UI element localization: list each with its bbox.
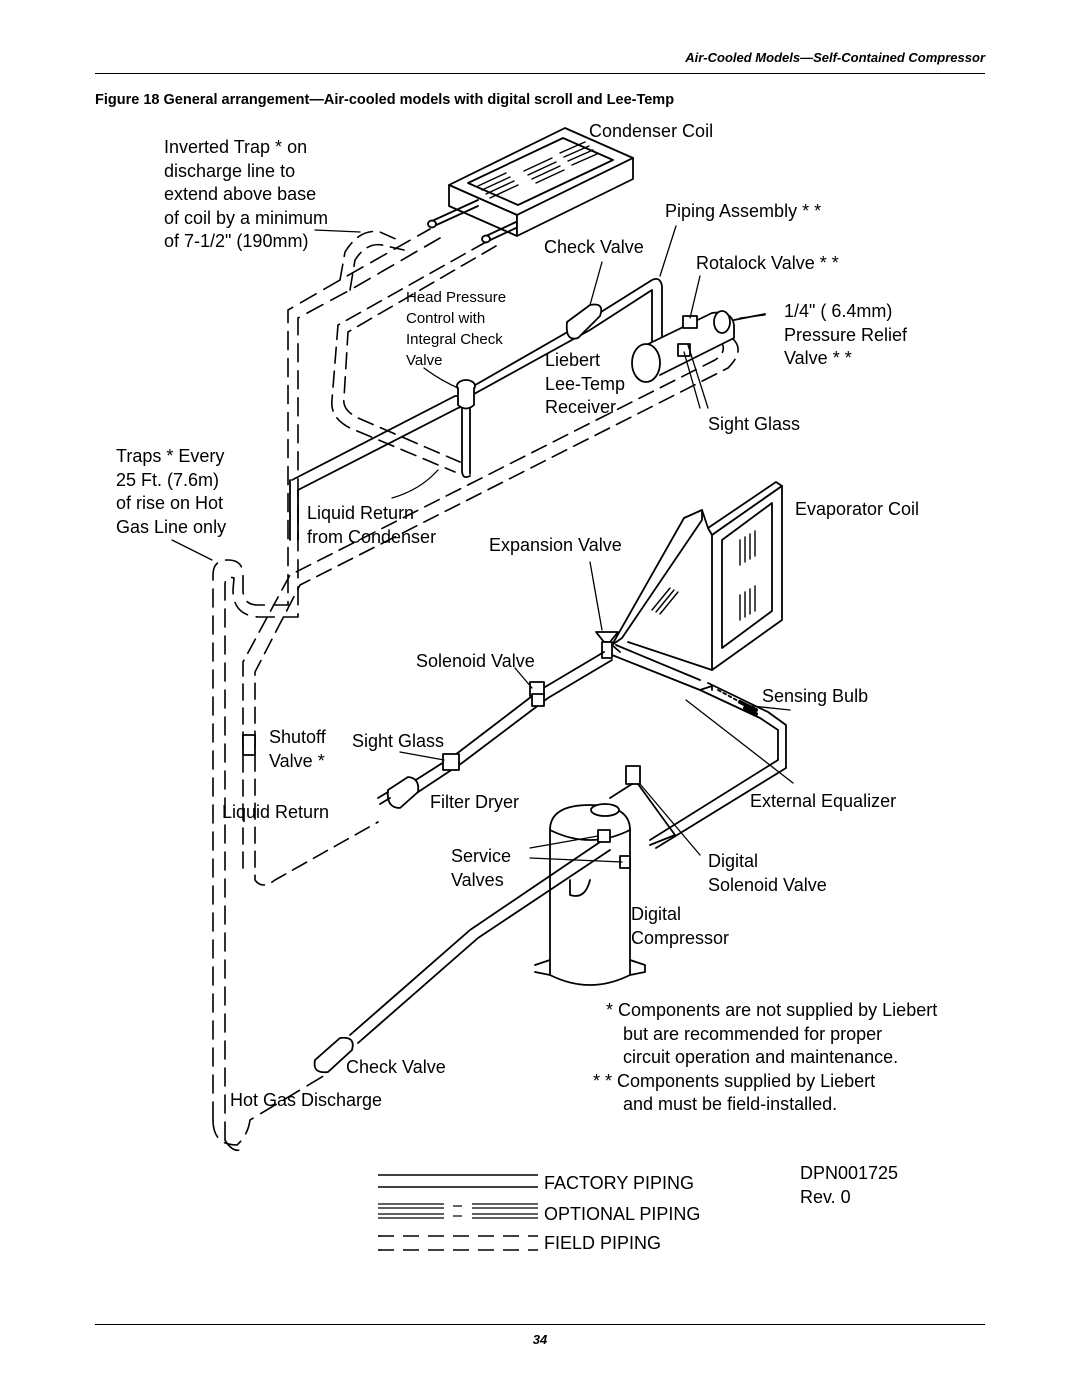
note-line: * Components are not supplied by Liebert — [606, 1000, 938, 1020]
sight-glass-mid-label: Sight Glass — [352, 731, 445, 751]
pressure-relief-label: 1/4" ( 6.4mm)Pressure Relief Valve * * — [784, 301, 908, 368]
note-line: and must be field-installed. — [623, 1094, 838, 1114]
rotalock-valve-label: Rotalock Valve * * — [696, 253, 839, 273]
filter-dryer-label: Filter Dryer — [430, 792, 519, 812]
piping-assembly-label: Piping Assembly * * — [665, 201, 822, 221]
sight-glass-top-label: Sight Glass — [708, 414, 801, 434]
condenser-coil-label: Condenser Coil — [589, 121, 714, 141]
check-valve-top-graphic — [565, 303, 603, 340]
notes-block: * Components are not supplied by Liebert… — [593, 999, 938, 1117]
section-header: Air-Cooled Models—Self-Contained Compres… — [685, 50, 985, 65]
solenoid-valve-label: Solenoid Valve — [416, 651, 535, 671]
check-valve-bottom-label: Check Valve — [346, 1057, 446, 1077]
evaporator-coil-label: Evaporator Coil — [795, 499, 920, 519]
shutoff-valve-graphic — [242, 734, 256, 756]
field-piping-hot-gas — [212, 228, 441, 1152]
check-valve-top-label: Check Valve — [544, 237, 644, 257]
liquid-return-label: Liquid Return — [222, 802, 330, 822]
note-line: but are recommended for proper — [623, 1023, 883, 1044]
suction-piping — [611, 644, 787, 849]
legend-factory-swatch — [378, 1174, 538, 1188]
solenoid-valve-graphic — [529, 681, 545, 707]
factory-piping-hot-gas — [349, 841, 611, 1044]
legend-field-label: FIELD PIPING — [544, 1233, 662, 1253]
legend-optional-label: OPTIONAL PIPING — [544, 1204, 701, 1224]
evaporator-coil-graphic — [611, 481, 783, 671]
head-pressure-valve — [456, 379, 476, 410]
check-valve-bottom-graphic — [313, 1036, 354, 1074]
legend-field-swatch — [378, 1235, 538, 1251]
page-number: 34 — [532, 1332, 548, 1347]
note-line: * * Components supplied by Liebert — [593, 1070, 876, 1091]
legend-optional-swatch — [378, 1203, 538, 1219]
hot-gas-discharge-label: Hot Gas Discharge — [230, 1090, 383, 1110]
header-rule — [95, 73, 985, 74]
expansion-valve-graphic — [595, 631, 619, 659]
filter-dryer-graphic — [377, 776, 420, 809]
lee-temp-receiver — [631, 310, 766, 383]
note-line: circuit operation and maintenance. — [623, 1047, 899, 1067]
external-equalizer-label: External Equalizer — [750, 791, 897, 811]
leader-lines — [171, 225, 794, 863]
inverted-trap — [339, 230, 405, 291]
sensing-bulb-label: Sensing Bulb — [762, 686, 869, 706]
figure-title: Figure 18 General arrangement—Air-cooled… — [95, 92, 675, 108]
footer-rule — [95, 1324, 985, 1325]
condenser-coil-graphic — [427, 127, 634, 244]
legend-factory-label: FACTORY PIPING — [544, 1173, 695, 1193]
factory-piping-liquid-line — [399, 651, 613, 801]
sight-glass-graphic — [442, 753, 460, 771]
expansion-valve-label: Expansion Valve — [489, 535, 622, 555]
